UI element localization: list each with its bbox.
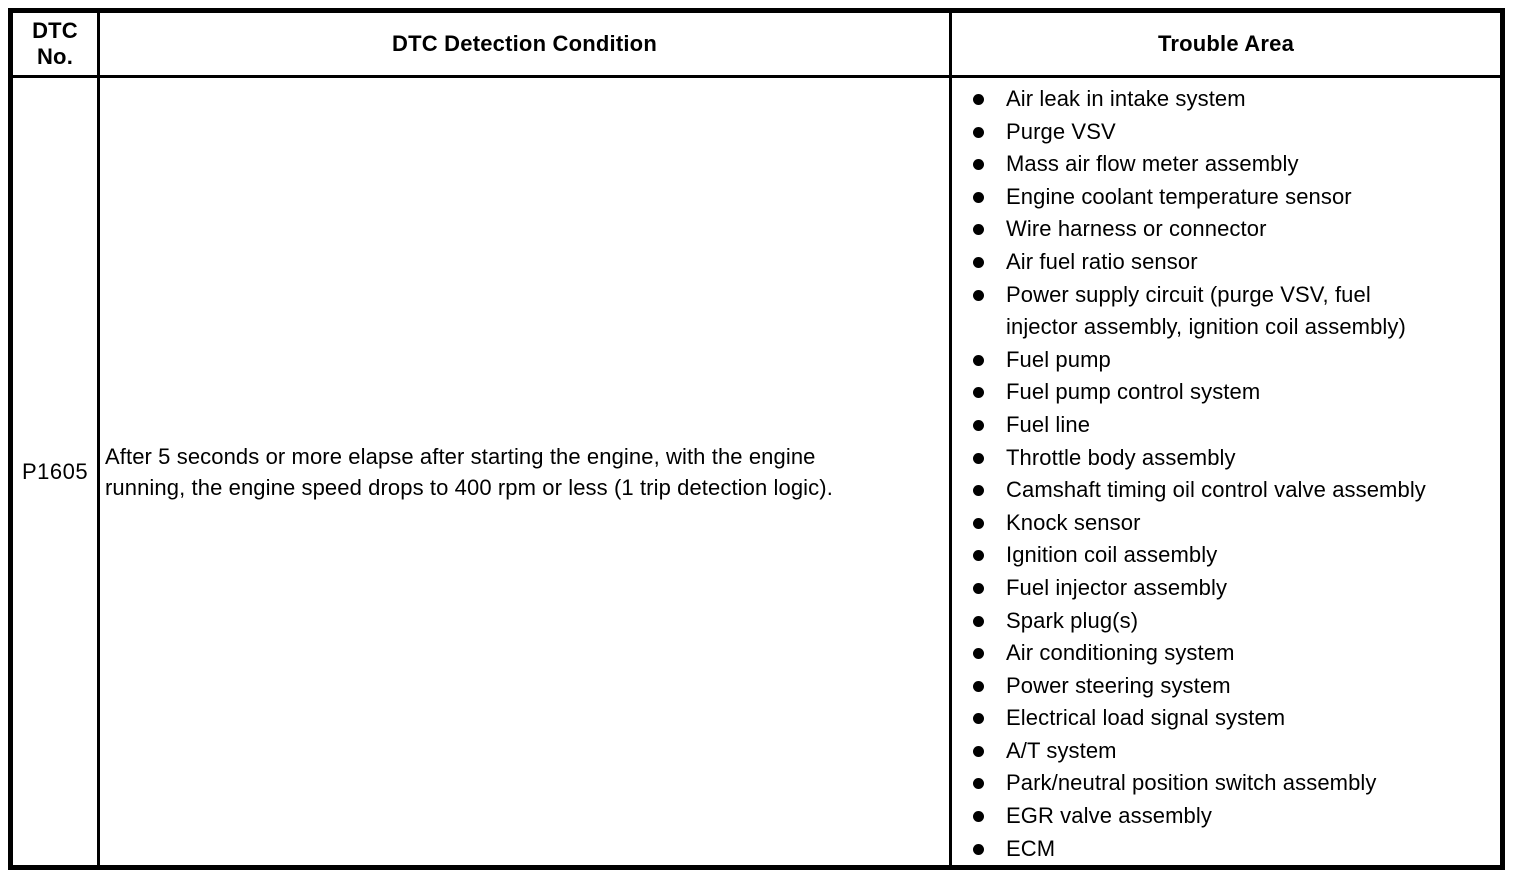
header-dtc-no: DTC No. [13,13,100,78]
trouble-area-item: Park/neutral position switch assembly [973,767,1496,800]
trouble-area-text: Engine coolant temperature sensor [1006,183,1352,209]
trouble-area-item: Fuel pump control system [973,376,1496,409]
trouble-area-item: Engine coolant temperature sensor [973,181,1496,214]
bullet-icon [973,94,984,105]
trouble-area-item: Spark plug(s) [973,605,1496,638]
bullet-icon [973,452,984,464]
detection-condition-cell: After 5 seconds or more elapse after sta… [100,78,952,865]
bullet-icon [973,713,984,725]
bullet-icon [973,126,984,138]
trouble-area-list: Air leak in intake system Purge VSV Mass… [973,83,1496,865]
trouble-area-item: Mass air flow meter assembly [973,148,1496,181]
trouble-area-text: Air leak in intake system [1006,86,1246,111]
bullet-icon [973,387,984,399]
trouble-area-text: Throttle body assembly [1006,444,1236,470]
trouble-area-text: Electrical load signal system [1006,705,1286,731]
trouble-area-text: ECM [1006,835,1056,861]
dtc-no-cell: P1605 [13,78,100,865]
bullet-icon [973,354,984,366]
dtc-table: DTC No. DTC Detection Condition Trouble … [8,8,1505,870]
trouble-area-item: ECM [973,833,1496,865]
trouble-area-item: Fuel pump [973,344,1496,377]
trouble-area-item: Air fuel ratio sensor [973,246,1496,279]
trouble-area-text: Power supply circuit (purge VSV, fuel in… [1006,281,1406,340]
bullet-icon [973,517,984,529]
trouble-area-item: Wire harness or connector [973,213,1496,246]
trouble-area-item: Ignition coil assembly [973,539,1496,572]
trouble-area-item: Camshaft timing oil control valve assemb… [973,474,1496,507]
trouble-area-item: EGR valve assembly [973,800,1496,833]
bullet-icon [973,843,984,855]
bullet-icon [973,680,984,692]
trouble-area-text: Fuel line [1006,411,1091,437]
trouble-area-text: Purge VSV [1006,118,1116,144]
bullet-icon [973,256,984,268]
bullet-icon [973,648,984,660]
bullet-icon [973,582,984,594]
trouble-area-text: EGR valve assembly [1006,803,1212,829]
trouble-area-text: Ignition coil assembly [1006,542,1218,568]
trouble-area-text: Park/neutral position switch assembly [1006,770,1377,796]
trouble-area-text: Knock sensor [1006,509,1141,535]
trouble-area-item: Air leak in intake system [973,83,1496,116]
trouble-area-item: Power steering system [973,670,1496,703]
trouble-area-text: Camshaft timing oil control valve assemb… [1006,477,1426,503]
trouble-area-text: Air fuel ratio sensor [1006,248,1198,274]
trouble-area-item: Knock sensor [973,507,1496,540]
trouble-area-item: Throttle body assembly [973,442,1496,475]
bullet-icon [973,191,984,203]
trouble-area-item: Fuel line [973,409,1496,442]
trouble-area-item: Power supply circuit (purge VSV, fuel in… [973,279,1496,344]
bullet-icon [973,778,984,790]
trouble-area-text: Wire harness or connector [1006,216,1267,242]
bullet-icon [973,224,984,236]
trouble-area-text: Fuel pump control system [1006,379,1261,405]
header-detection-condition: DTC Detection Condition [100,13,952,78]
header-trouble-area: Trouble Area [952,13,1500,78]
bullet-icon [973,289,984,301]
trouble-area-text: Spark plug(s) [1006,607,1139,633]
bullet-icon [973,811,984,823]
trouble-area-text: Fuel injector assembly [1006,574,1228,600]
trouble-area-text: A/T system [1006,737,1117,763]
trouble-area-item: Fuel injector assembly [973,572,1496,605]
trouble-area-text: Fuel pump [1006,346,1111,372]
trouble-area-item: A/T system [973,735,1496,768]
trouble-area-text: Power steering system [1006,672,1231,698]
trouble-area-cell: Air leak in intake system Purge VSV Mass… [952,78,1500,865]
trouble-area-item: Air conditioning system [973,637,1496,670]
bullet-icon [973,745,984,757]
bullet-icon [973,419,984,431]
trouble-area-item: Purge VSV [973,116,1496,149]
trouble-area-text: Mass air flow meter assembly [1006,151,1299,177]
trouble-area-text: Air conditioning system [1006,640,1235,666]
bullet-icon [973,159,984,171]
bullet-icon [973,485,984,497]
bullet-icon [973,615,984,627]
bullet-icon [973,550,984,562]
trouble-area-item: Electrical load signal system [973,702,1496,735]
